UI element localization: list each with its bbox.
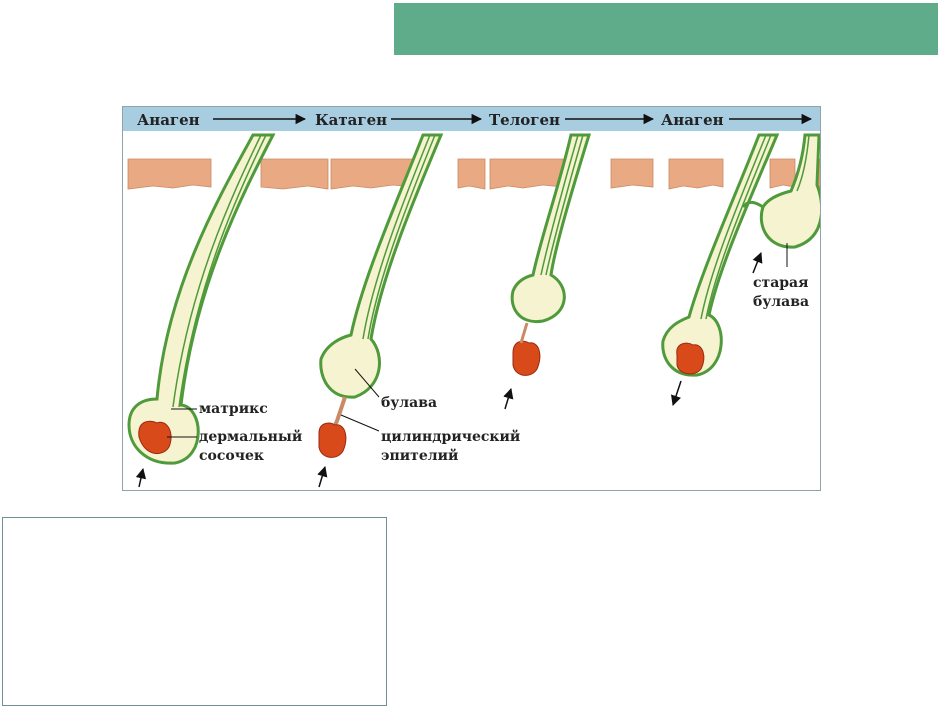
follicle-catagen bbox=[318, 133, 444, 458]
stage-label-anagen-2: Анаген bbox=[661, 111, 724, 129]
label-matrix: матрикс bbox=[199, 401, 268, 417]
label-old-club-1: старая bbox=[753, 275, 808, 291]
follicle-new-anagen bbox=[661, 133, 780, 377]
label-papilla-1: дермальный bbox=[199, 428, 302, 445]
label-papilla-2: сосочек bbox=[199, 448, 264, 464]
follicle-telogen bbox=[510, 133, 592, 376]
stage-label-anagen: Анаген bbox=[137, 111, 200, 129]
stage-label-telogen: Телоген bbox=[489, 111, 560, 129]
follicle-anagen bbox=[127, 133, 276, 465]
stage-label-catagen: Катаген bbox=[315, 111, 387, 129]
label-epithelium-2: эпителий bbox=[381, 447, 458, 464]
notes-box bbox=[2, 517, 387, 706]
old-club bbox=[741, 133, 820, 249]
title-banner bbox=[394, 3, 938, 55]
direction-arrows bbox=[135, 252, 763, 488]
label-epithelium-1: цилиндрический bbox=[381, 428, 520, 445]
hair-cycle-svg: Анаген Катаген Телоген Анаген bbox=[123, 107, 820, 488]
label-old-club-2: булава bbox=[753, 294, 809, 310]
hair-cycle-diagram: Анаген Катаген Телоген Анаген bbox=[122, 106, 821, 491]
skin-layer bbox=[127, 158, 820, 190]
leader-lines bbox=[167, 243, 788, 438]
label-club: булава bbox=[381, 395, 437, 411]
